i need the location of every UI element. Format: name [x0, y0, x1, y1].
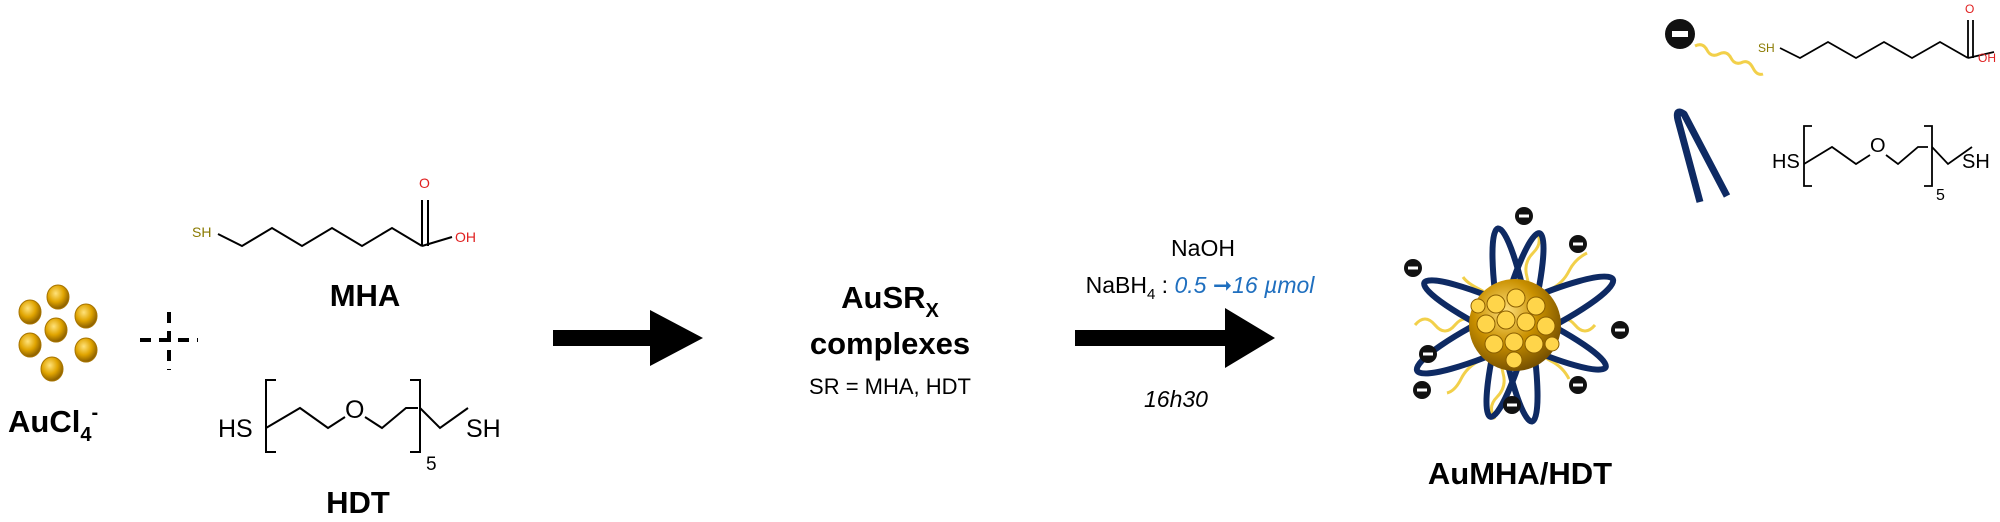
hdt-left-thiol: HS [218, 415, 253, 443]
condition-reductant: NaBH4 : 0.5 ➞16 µmol [1086, 272, 1316, 303]
hdt-right-thiol: SH [466, 415, 501, 443]
gold-precursor-label: AuCl4- [8, 402, 98, 446]
intermediate-name-line2: complexes [810, 326, 970, 361]
svg-text:OH: OH [1978, 51, 1996, 65]
legend: SH O OH HS O 5 SH [1665, 2, 1996, 204]
intermediate-note: SR = MHA, HDT [809, 374, 971, 399]
negative-charge-icons [1404, 207, 1629, 414]
mha-label: MHA [330, 278, 401, 313]
hdt-label: HDT [326, 485, 390, 520]
condition-base: NaOH [1171, 235, 1235, 261]
reaction-arrow-1 [553, 310, 703, 366]
plus-sign-icon [140, 312, 198, 370]
svg-text:HS: HS [1772, 151, 1800, 173]
intermediate-name: AuSRX [841, 280, 939, 322]
svg-text:5: 5 [1936, 187, 1945, 204]
hdt-structure: HS O 5 SH [218, 379, 501, 475]
legend-hdt-structure: HS O 5 SH [1772, 125, 1990, 204]
svg-text:SH: SH [1758, 41, 1775, 55]
product-label: AuMHA/HDT [1428, 456, 1612, 491]
mha-thiol-label: SH [192, 224, 211, 240]
legend-mha-symbol-icon [1665, 19, 1764, 76]
legend-hdt-symbol-icon [1673, 108, 1731, 203]
hdt-repeat-count: 5 [426, 454, 437, 475]
svg-text:O: O [1870, 135, 1886, 157]
condition-time: 16h30 [1144, 386, 1208, 412]
reaction-arrow-2 [1075, 308, 1275, 368]
legend-mha-structure: SH O OH [1758, 2, 1996, 65]
mha-structure: SH O OH [192, 175, 476, 248]
mha-carbonyl-label: O [419, 175, 430, 191]
svg-text:O: O [1965, 2, 1974, 16]
mha-hydroxyl-label: OH [455, 229, 476, 245]
gold-precursor-icon [18, 284, 98, 382]
svg-text:SH: SH [1962, 151, 1990, 173]
hdt-ether-oxygen: O [345, 396, 364, 424]
product-nanocluster-icon [1404, 207, 1629, 425]
